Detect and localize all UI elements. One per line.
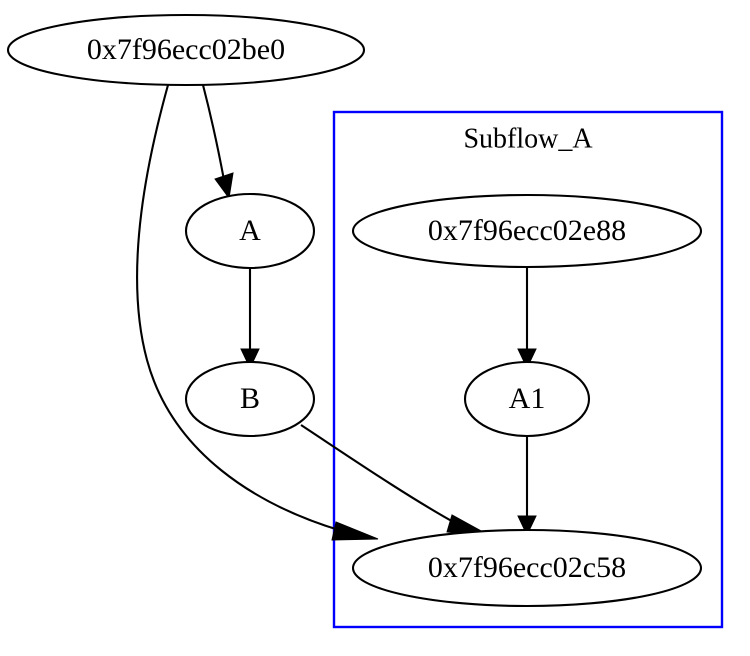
node-A-shape[interactable] (184, 192, 316, 270)
node-0x7f96ecc02e88-label: 0x7f96ecc02e88 (428, 214, 626, 247)
edge-B-to-c58-line (300, 424, 458, 525)
node-0x7f96ecc02c58[interactable]: 0x7f96ecc02c58 (351, 528, 703, 608)
node-0x7f96ecc02be0[interactable]: 0x7f96ecc02be0 (6, 13, 366, 87)
node-B[interactable]: B (184, 360, 316, 438)
node-0x7f96ecc02be0-shape[interactable] (6, 13, 366, 87)
edge-be0-to-A-arrowhead (214, 172, 234, 200)
node-A[interactable]: A (184, 192, 316, 270)
edge-be0-to-A[interactable] (201, 84, 234, 200)
node-A1-label: A1 (509, 382, 546, 415)
edge-A-to-B[interactable] (240, 268, 260, 370)
node-0x7f96ecc02c58-label: 0x7f96ecc02c58 (428, 551, 626, 584)
edge-be0-to-c58-line (136, 84, 343, 533)
edge-A-to-B-arrowhead (240, 348, 260, 370)
edge-A1-to-c58-arrowhead (517, 515, 537, 537)
node-A1-shape[interactable] (463, 360, 591, 438)
node-A1[interactable]: A1 (463, 360, 591, 438)
node-0x7f96ecc02e88-shape[interactable] (351, 193, 703, 269)
edge-e88-to-A1-arrowhead (517, 348, 537, 370)
edge-be0-to-c58[interactable] (136, 84, 379, 541)
node-B-label: B (240, 382, 260, 415)
node-A-label: A (239, 214, 261, 247)
edge-be0-to-A-line (201, 84, 226, 181)
node-layer: 0x7f96ecc02be0 A B 0x7f96ecc02e88 A1 0x7… (6, 13, 703, 608)
cluster-label-subflow-a: Subflow_A (463, 123, 593, 154)
node-0x7f96ecc02be0-label: 0x7f96ecc02be0 (87, 33, 285, 66)
cluster-border-rect[interactable] (332, 110, 724, 629)
edge-A1-to-c58[interactable] (517, 436, 537, 537)
edge-e88-to-A1[interactable] (517, 267, 537, 370)
edge-layer (136, 84, 537, 541)
node-0x7f96ecc02c58-shape[interactable] (351, 528, 703, 608)
cluster-subflow-a[interactable]: Subflow_A (332, 110, 724, 629)
node-0x7f96ecc02e88[interactable]: 0x7f96ecc02e88 (351, 193, 703, 269)
edge-be0-to-c58-arrowhead (331, 521, 379, 541)
node-B-shape[interactable] (184, 360, 316, 438)
